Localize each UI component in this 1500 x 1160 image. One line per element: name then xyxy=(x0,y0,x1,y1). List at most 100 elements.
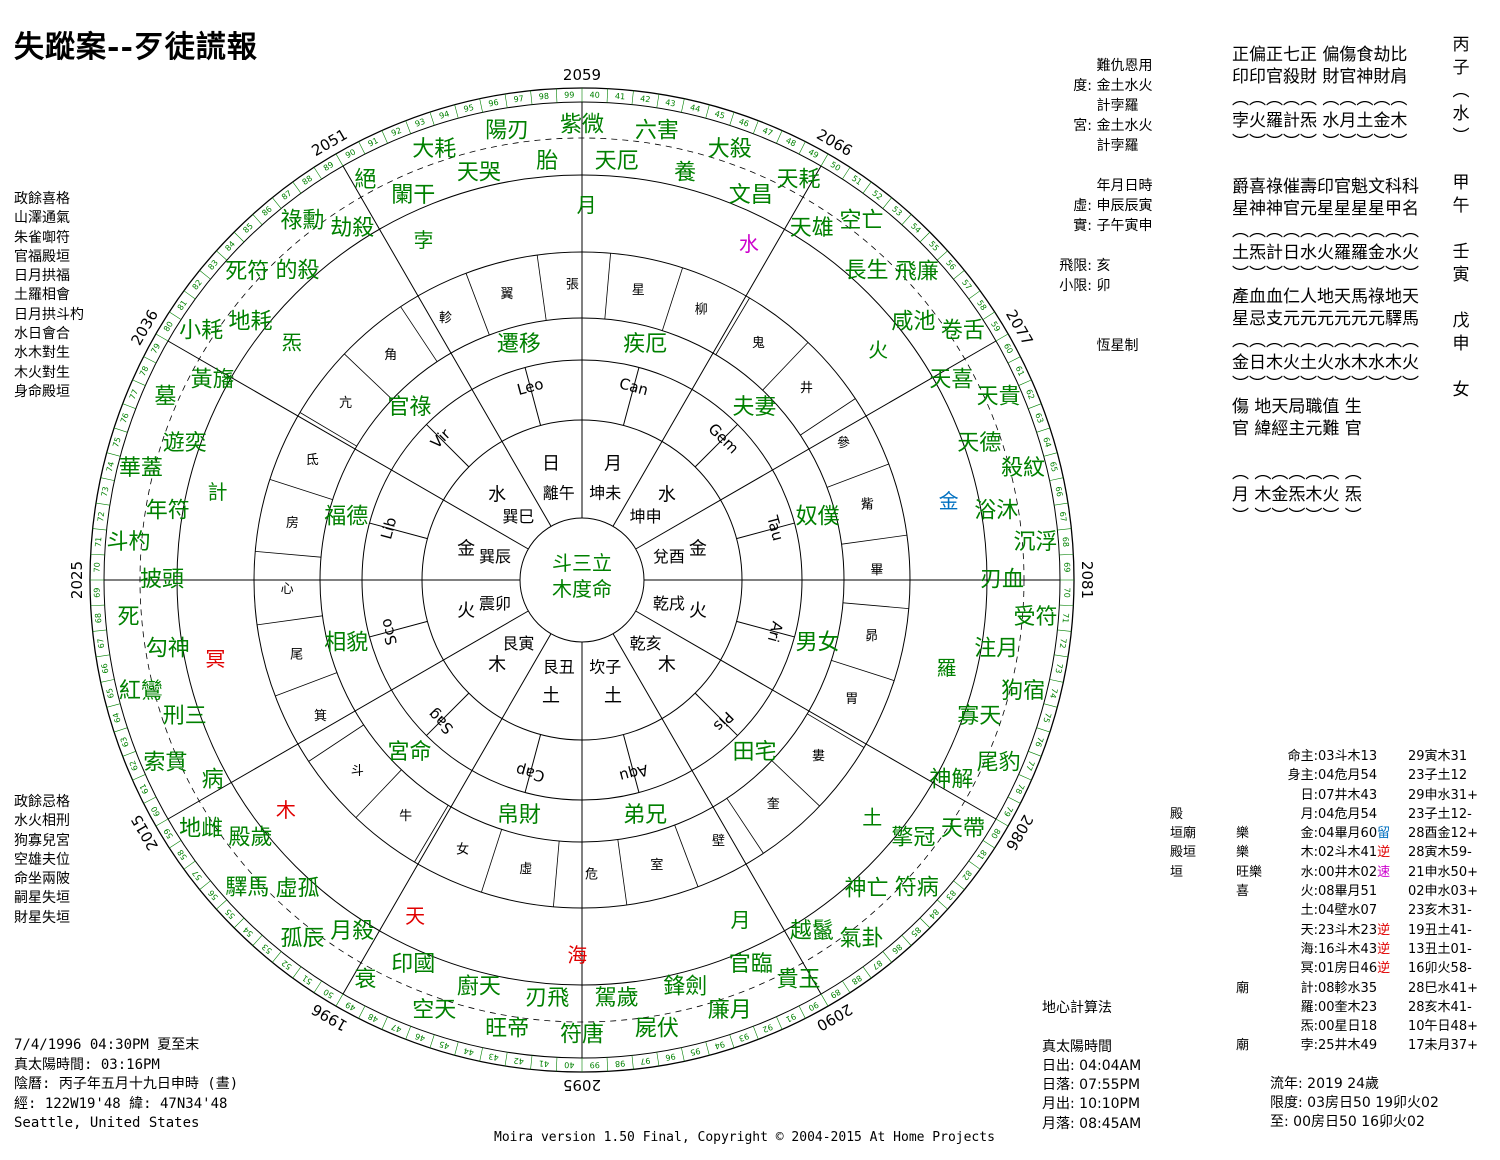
planet-cell: 17未月37+ xyxy=(1408,1038,1478,1054)
ring-planet: 羅 xyxy=(937,656,957,680)
age-number: 94 xyxy=(438,109,450,121)
pattern-item: 嗣星失垣 xyxy=(14,890,70,907)
age-tick xyxy=(106,703,121,708)
copyright-text: Moira version 1.50 Final, Copyright © 20… xyxy=(494,1130,995,1145)
age-tick xyxy=(968,290,981,300)
age-tick xyxy=(1007,796,1021,804)
table-row: 土炁計日水火羅羅金水火 xyxy=(1232,243,1419,263)
mansion-label: 女 xyxy=(456,841,469,857)
sign-divider xyxy=(622,734,640,793)
house-label: 田宅 xyxy=(733,740,777,765)
palace-star: 神解 xyxy=(929,767,973,792)
age-tick xyxy=(335,993,344,1007)
age-tick xyxy=(233,917,245,929)
age-number: 78 xyxy=(138,365,151,378)
ring-planet: 計 xyxy=(207,480,227,504)
pattern-item: 日月拱福 xyxy=(14,268,70,285)
info-row: 年月日時 xyxy=(1040,176,1152,196)
age-number: 95 xyxy=(689,1046,701,1057)
age-number: 94 xyxy=(714,1039,726,1051)
palace-star: 天喜 xyxy=(929,368,973,393)
planet-cell: 木: xyxy=(1300,845,1318,861)
age-tick xyxy=(313,167,322,180)
age-tick xyxy=(92,528,107,531)
age-tick xyxy=(405,1026,411,1040)
mansion-label: 畢 xyxy=(870,563,883,578)
age-number: 98 xyxy=(539,92,550,102)
info-value: 計孛羅 xyxy=(1092,98,1139,114)
age-tick xyxy=(233,231,245,243)
age-tick xyxy=(381,130,388,144)
pattern-item: 朱雀啣符 xyxy=(14,229,70,246)
age-tick xyxy=(155,818,169,827)
left-bottom-pattern-list: 政餘忌格水火相刑狗寡兒宮空雄夫位命坐兩陂嗣星失垣財星失垣 xyxy=(14,793,70,928)
info-row: 計孛羅 xyxy=(1040,136,1152,156)
side-char: 女 xyxy=(1452,380,1470,400)
age-tick xyxy=(381,1016,388,1030)
planet-cell: 日: xyxy=(1300,787,1318,803)
mansion-label: 軫 xyxy=(439,310,452,326)
age-tick xyxy=(313,980,322,993)
mansion-label: 斗 xyxy=(351,764,364,779)
age-tick xyxy=(272,951,282,963)
palace-star: 刑三 xyxy=(163,704,207,729)
sign-label: Can xyxy=(617,374,650,399)
sign-divider xyxy=(694,424,738,468)
planet-cell: 月: xyxy=(1300,806,1318,822)
pattern-item: 政餘忌格 xyxy=(14,794,70,810)
age-number: 79 xyxy=(1002,805,1015,818)
house-label: 官祿 xyxy=(387,395,431,420)
planet-cell: 29寅木31 xyxy=(1408,749,1468,764)
age-tick xyxy=(753,1026,759,1040)
age-tick xyxy=(252,214,263,225)
palace-star: 寡天 xyxy=(957,704,1001,729)
house-divider xyxy=(612,165,822,527)
palace-star: 死 xyxy=(118,605,140,630)
age-tick xyxy=(1028,751,1042,757)
planet-cell: 16卯火58- xyxy=(1408,961,1472,977)
age-number: 67 xyxy=(1058,511,1068,522)
age-tick xyxy=(705,1041,710,1056)
age-tick xyxy=(155,333,169,342)
mansion-divider xyxy=(553,840,560,907)
age-number: 67 xyxy=(96,638,106,649)
age-tick xyxy=(753,120,759,134)
age-number: 61 xyxy=(138,782,151,795)
palace-star: 鋒劍 xyxy=(663,975,707,1000)
age-number: 65 xyxy=(105,687,116,699)
age-number: 69 xyxy=(93,587,102,597)
house-label: 帛財 xyxy=(497,803,541,828)
age-tick xyxy=(96,654,110,658)
age-tick xyxy=(1043,452,1058,457)
age-number: 96 xyxy=(488,98,500,109)
palace-star: 年符 xyxy=(146,498,190,523)
mid-info-panel: 難仇恩用度: 金土水火 計孛羅宮: 金土水火 計孛羅 年月日時虛: 申辰辰寅實:… xyxy=(1040,56,1152,356)
age-tick xyxy=(862,181,872,194)
age-tick xyxy=(1007,356,1021,364)
sign-divider xyxy=(524,367,542,426)
age-tick xyxy=(901,214,912,225)
table-row: 官 緯經主元難 官 xyxy=(1232,419,1362,439)
info-value: 金土水火 xyxy=(1092,78,1153,94)
age-number: 47 xyxy=(761,126,774,138)
house-label: 宮命 xyxy=(387,740,431,765)
planet-cell: 02申水03+ xyxy=(1408,884,1478,900)
mansion-label: 奎 xyxy=(767,797,780,812)
palace-star: 卷舌 xyxy=(941,319,985,344)
age-tick xyxy=(92,629,107,632)
age-tick xyxy=(995,333,1009,342)
sign-divider xyxy=(426,424,470,468)
mansion-divider xyxy=(344,353,393,400)
year-label: 2066 xyxy=(813,125,855,160)
mansion-divider xyxy=(726,798,764,854)
age-number: 49 xyxy=(807,147,820,160)
table-row: ︵ ︵︵︵︵︵ ︵ xyxy=(1232,463,1362,483)
table-row: 孛火羅計炁 水月土金木 xyxy=(1232,111,1408,131)
mansion-label: 角 xyxy=(384,348,397,363)
side-char: 丙 xyxy=(1452,35,1470,55)
age-number: 48 xyxy=(367,1011,380,1024)
planet-cell: 04壁水07 xyxy=(1318,903,1378,919)
age-number: 40 xyxy=(589,91,599,100)
